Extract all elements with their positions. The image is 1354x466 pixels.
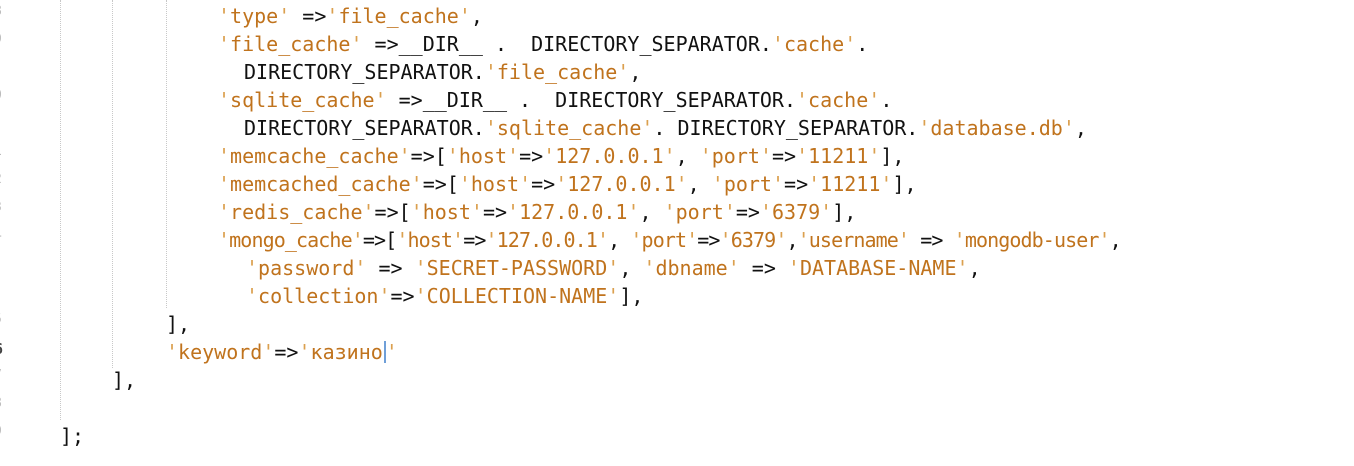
line-number-gutter: 8 9 0 1 2 3 4 5 6 7 8 9 (0, 0, 14, 466)
text-cursor (383, 341, 386, 363)
code-line[interactable]: 'redis_cache'=>['host'=>'127.0.0.1', 'po… (218, 200, 857, 224)
code-line[interactable]: 'type' =>'file_cache', (218, 4, 483, 28)
line-number: 6 (0, 340, 3, 358)
code-line[interactable]: ], (112, 368, 137, 392)
indent-guide (112, 0, 113, 368)
line-number: 8 (0, 396, 2, 411)
code-line-wrap[interactable]: DIRECTORY_SEPARATOR.'file_cache', (244, 60, 642, 84)
line-number: 3 (0, 200, 2, 215)
code-line[interactable]: ], (166, 312, 191, 336)
code-line[interactable]: 'memcache_cache'=>['host'=>'127.0.0.1', … (218, 144, 905, 168)
indent-guide (166, 0, 167, 308)
line-number: 5 (0, 312, 2, 327)
line-number: 4 (0, 228, 2, 243)
code-line[interactable]: 'file_cache' =>__DIR__ . DIRECTORY_SEPAR… (218, 32, 869, 56)
line-number: 9 (0, 424, 2, 439)
line-number: 7 (0, 368, 2, 383)
line-number: 8 (0, 4, 2, 19)
line-number: 0 (0, 88, 2, 103)
code-line[interactable]: 'mongo_cache'=>['host'=>'127.0.0.1', 'po… (218, 228, 1122, 252)
code-line-wrap[interactable]: DIRECTORY_SEPARATOR.'sqlite_cache'. DIRE… (244, 116, 1087, 140)
code-line[interactable]: 'memcached_cache'=>['host'=>'127.0.0.1',… (218, 172, 917, 196)
line-number: 1 (0, 144, 2, 159)
indent-guide (60, 0, 61, 420)
code-line[interactable]: 'sqlite_cache' =>__DIR__ . DIRECTORY_SEP… (218, 88, 893, 112)
code-line-wrap[interactable]: 'collection'=>'COLLECTION-NAME'], (246, 284, 644, 308)
line-number: 9 (0, 32, 2, 47)
line-number: 2 (0, 172, 2, 187)
code-line[interactable]: ]; (60, 424, 85, 448)
code-line-wrap[interactable]: 'password' => 'SECRET-PASSWORD', 'dbname… (246, 256, 981, 280)
code-line-active[interactable]: 'keyword'=>'казино' (166, 340, 398, 364)
